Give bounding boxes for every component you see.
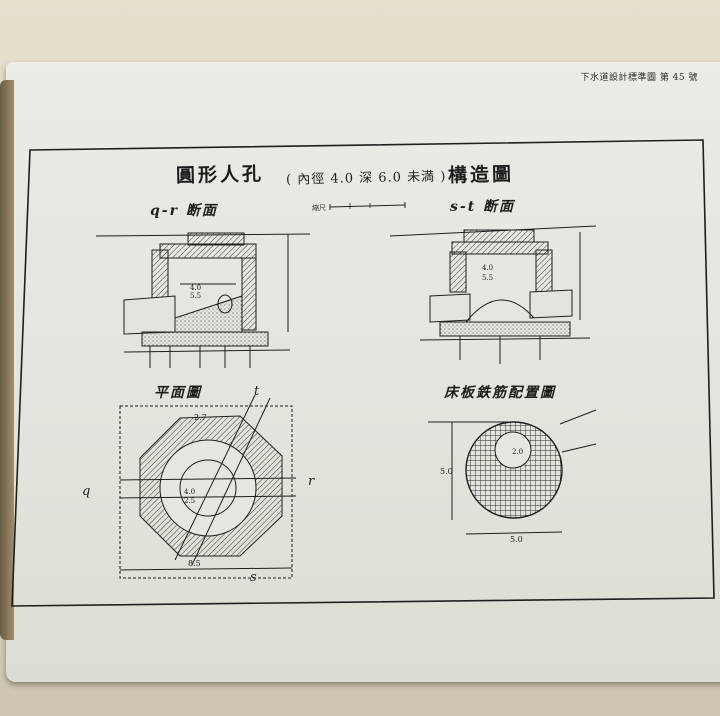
drawing-subtitle: ( 內徑 4.0 深 6.0 未満 )	[285, 169, 447, 188]
axis-letter-s: s	[250, 570, 257, 585]
svg-text:2.0: 2.0	[512, 448, 523, 456]
svg-text:5.5: 5.5	[190, 292, 201, 300]
section-qr-label: q-r 断面	[150, 203, 218, 219]
scale-label: 縮尺	[312, 204, 326, 212]
drawing-title-suffix: 構造圖	[447, 163, 515, 187]
plan-view-drawing: 8.5 2.7 4.0 2.5	[119, 394, 297, 579]
section-qr-drawing: 4.0 5.5	[95, 232, 311, 368]
drawing-title: 圓形人孔	[175, 163, 265, 187]
svg-text:4.0: 4.0	[184, 488, 195, 496]
axis-letter-t: t	[254, 384, 260, 399]
svg-text:2.7: 2.7	[194, 413, 207, 422]
axis-letter-q: q	[82, 484, 91, 499]
scale-bar	[329, 202, 406, 210]
svg-text:2.5: 2.5	[184, 497, 195, 505]
sheet-border	[11, 139, 715, 607]
plan-view-label: 平面圖	[154, 385, 202, 401]
blueprint-page	[6, 62, 720, 682]
page-number: 下水道設計標準圖 第 45 號	[580, 73, 698, 83]
open-book	[0, 62, 720, 692]
svg-text:4.0: 4.0	[482, 264, 493, 272]
section-st-label: s-t 断面	[450, 199, 516, 215]
rebar-layout-label: 床板鉄筋配置圖	[444, 385, 556, 401]
svg-text:5.0: 5.0	[510, 535, 523, 544]
svg-text:4.0: 4.0	[190, 284, 201, 292]
axis-letter-r: r	[308, 474, 315, 489]
book-spine	[0, 80, 14, 640]
svg-text:8.5: 8.5	[188, 559, 201, 568]
rebar-layout-drawing: 5.0 5.0 2.0	[428, 409, 597, 544]
svg-text:5.5: 5.5	[482, 274, 493, 282]
svg-text:5.0: 5.0	[440, 467, 453, 476]
section-st-drawing: 4.0 5.5	[389, 225, 597, 364]
